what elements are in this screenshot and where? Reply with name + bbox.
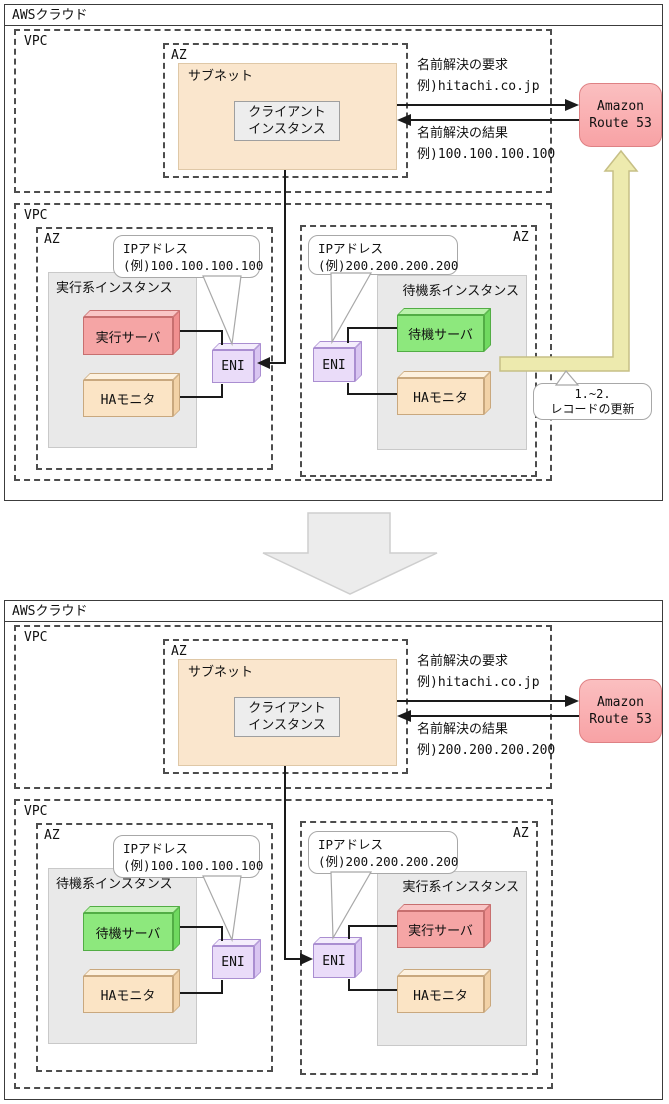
active-instance-label: 実行系インスタンス <box>56 281 173 296</box>
active-server-label: 実行サーバ <box>397 911 484 948</box>
ha-monitor-label-left: HAモニタ <box>83 380 173 417</box>
ip-bubble-value: (例)200.200.200.200 <box>318 258 459 273</box>
standby-instance-box <box>48 868 197 1044</box>
client-instance-box: クライアント インスタンス <box>234 697 340 737</box>
aws-cloud-title-divider <box>5 25 662 26</box>
dns-result-example: 例)200.200.200.200 <box>417 743 556 758</box>
ha-monitor-label-right: HAモニタ <box>397 976 484 1013</box>
ip-bubble-left-top: IPアドレス (例)100.100.100.100 <box>113 235 264 278</box>
ha-monitor-box-left: HAモニタ <box>83 976 173 1013</box>
client-instance-box: クライアント インスタンス <box>234 101 340 141</box>
right-az-label: AZ <box>513 826 529 841</box>
ip-bubble-right-bottom: IPアドレス (例)200.200.200.200 <box>308 831 458 874</box>
route53-line1: Amazon <box>597 99 644 114</box>
ip-bubble-value: (例)100.100.100.100 <box>123 258 264 273</box>
active-server-box: 実行サーバ <box>397 911 484 948</box>
active-instance-label: 実行系インスタンス <box>402 880 519 895</box>
client-az-label: AZ <box>171 644 187 659</box>
standby-server-label: 待機サーバ <box>397 315 484 352</box>
aws-cloud-box <box>4 4 663 501</box>
ha-monitor-label-right: HAモニタ <box>397 378 484 415</box>
ip-bubble-title: IPアドレス <box>123 841 189 856</box>
eni-label-left: ENI <box>212 946 254 979</box>
route53-line2: Route 53 <box>589 712 652 727</box>
eni-label-left: ENI <box>212 350 254 383</box>
right-az-label: AZ <box>513 230 529 245</box>
eni-label-right: ENI <box>313 944 355 978</box>
right-az-box <box>300 821 538 1075</box>
ip-bubble-value: (例)200.200.200.200 <box>318 854 459 869</box>
ha-monitor-label-left: HAモニタ <box>83 976 173 1013</box>
eni-box-right: ENI <box>313 348 355 382</box>
dns-request-title: 名前解決の要求 <box>417 654 509 669</box>
active-instance-box <box>377 871 527 1046</box>
ip-bubble-right-top: IPアドレス (例)200.200.200.200 <box>308 235 458 275</box>
server-vpc-box <box>14 799 553 1089</box>
client-instance-line2: インスタンス <box>248 718 326 733</box>
route53-line1: Amazon <box>597 695 644 710</box>
dns-request-example: 例)hitachi.co.jp <box>417 79 540 94</box>
standby-server-label: 待機サーバ <box>83 913 173 951</box>
active-instance-box <box>48 272 197 448</box>
route53-line2: Route 53 <box>589 116 652 131</box>
client-instance-line1: クライアント <box>248 701 326 716</box>
ip-bubble-title: IPアドレス <box>318 241 384 256</box>
client-instance-line2: インスタンス <box>248 122 326 137</box>
dns-request-title: 名前解決の要求 <box>417 58 509 73</box>
subnet-label: サブネット <box>188 69 254 84</box>
standby-instance-box <box>377 275 527 450</box>
left-az-label: AZ <box>44 828 60 843</box>
ip-bubble-title: IPアドレス <box>318 837 384 852</box>
subnet-label: サブネット <box>188 665 254 680</box>
ip-bubble-left-bottom: IPアドレス (例)100.100.100.100 <box>113 835 264 878</box>
client-vpc-label: VPC <box>24 34 48 49</box>
ha-monitor-box-left: HAモニタ <box>83 380 173 417</box>
dns-result-example: 例)100.100.100.100 <box>417 147 556 162</box>
server-vpc-label: VPC <box>24 804 48 819</box>
client-vpc-label: VPC <box>24 630 48 645</box>
ip-bubble-title: IPアドレス <box>123 241 189 256</box>
aws-cloud-label: AWSクラウド <box>12 8 88 23</box>
standby-instance-label: 待機系インスタンス <box>402 284 519 299</box>
eni-label-right: ENI <box>313 348 355 382</box>
record-update-line1: 1.~2. <box>574 387 611 401</box>
route53-box: Amazon Route 53 <box>579 83 662 147</box>
aws-cloud-label: AWSクラウド <box>12 604 88 619</box>
route53-box: Amazon Route 53 <box>579 679 662 743</box>
dns-request-example: 例)hitachi.co.jp <box>417 675 540 690</box>
server-vpc-label: VPC <box>24 208 48 223</box>
client-instance-line1: クライアント <box>248 105 326 120</box>
client-vpc-box <box>14 625 552 789</box>
record-update-bubble: 1.~2. レコードの更新 <box>533 383 652 420</box>
eni-box-left: ENI <box>212 946 254 979</box>
record-update-line2: レコードの更新 <box>550 402 635 416</box>
active-server-box: 実行サーバ <box>83 317 173 355</box>
aws-cloud-box <box>4 600 663 1100</box>
dns-result-title: 名前解決の結果 <box>417 126 509 141</box>
ha-monitor-box-right: HAモニタ <box>397 378 484 415</box>
standby-server-box: 待機サーバ <box>397 315 484 352</box>
transition-down-arrow <box>262 512 438 595</box>
ha-monitor-box-right: HAモニタ <box>397 976 484 1013</box>
client-az-label: AZ <box>171 48 187 63</box>
eni-box-right: ENI <box>313 944 355 978</box>
eni-box-left: ENI <box>212 350 254 383</box>
active-server-label: 実行サーバ <box>83 317 173 355</box>
standby-instance-label: 待機系インスタンス <box>56 877 173 892</box>
aws-cloud-title-divider <box>5 621 662 622</box>
ip-bubble-value: (例)100.100.100.100 <box>123 858 264 873</box>
left-az-box <box>36 823 273 1072</box>
left-az-label: AZ <box>44 232 60 247</box>
dns-result-title: 名前解決の結果 <box>417 722 509 737</box>
standby-server-box: 待機サーバ <box>83 913 173 951</box>
